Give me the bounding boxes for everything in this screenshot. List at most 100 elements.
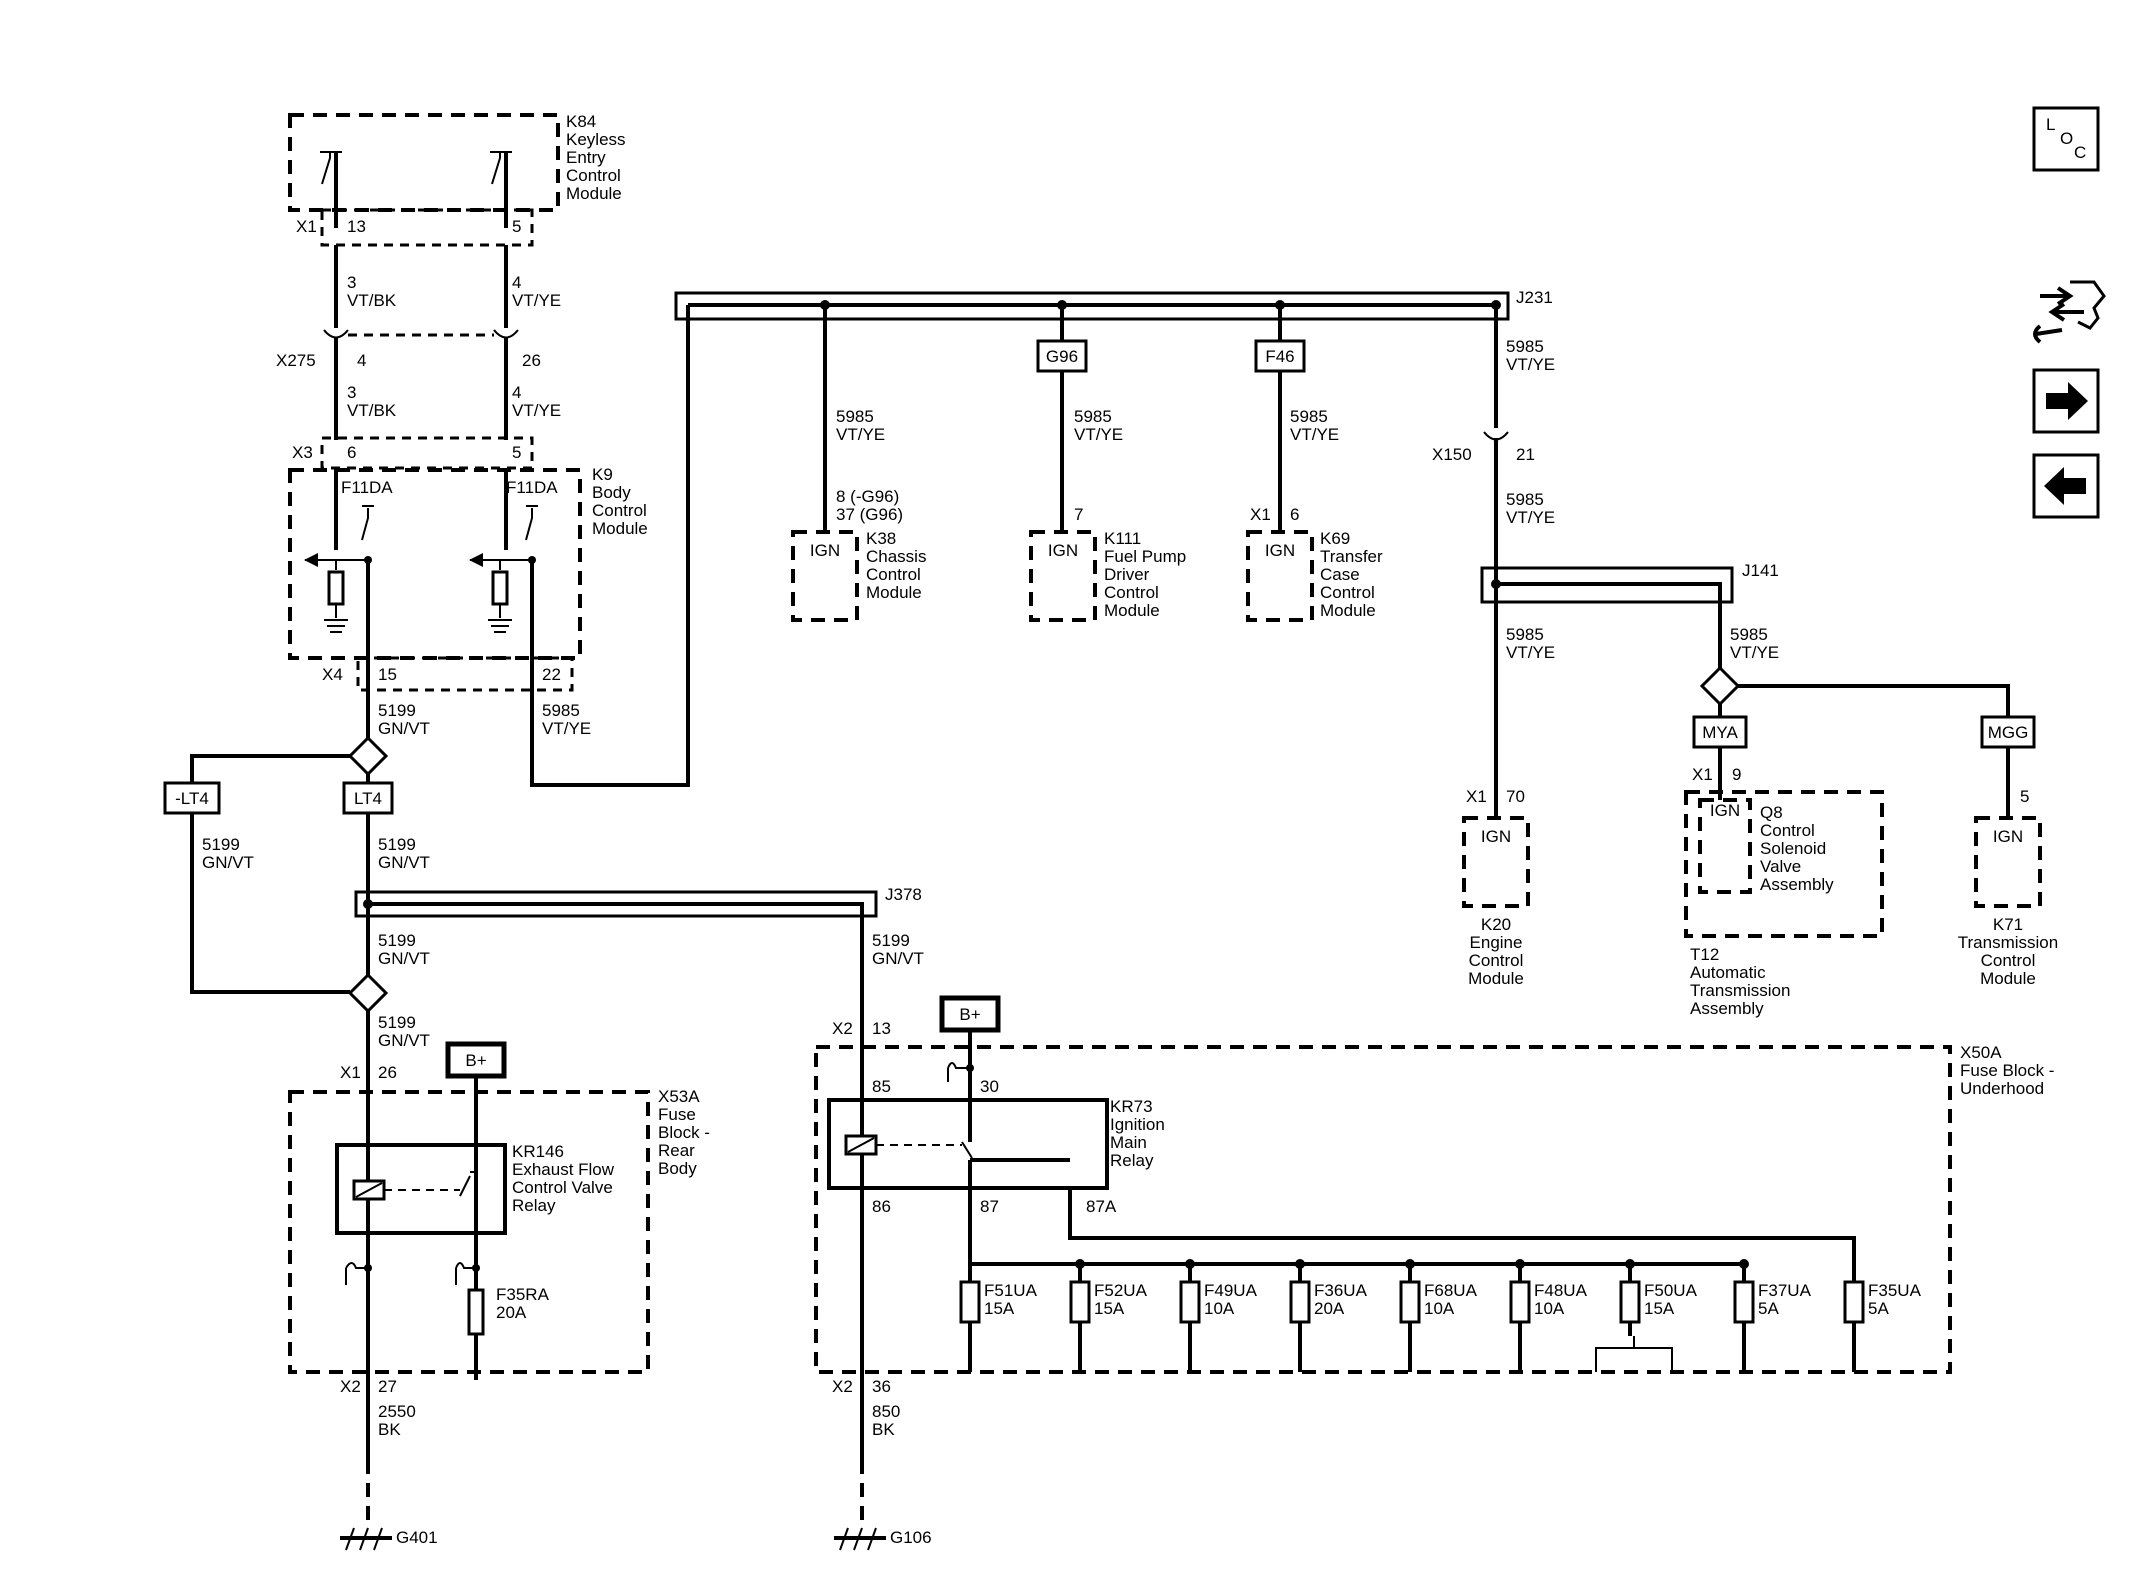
q8-module [1698, 798, 1752, 894]
previous-page-button[interactable] [2032, 453, 2100, 519]
ground-g106: G106 [890, 1528, 932, 1547]
kr73-label-2: Main [1110, 1133, 1147, 1152]
wire-color-vtye-k38: VT/YE [836, 425, 885, 444]
k9-fuse-f11da-left: F11DA [341, 478, 393, 497]
bplus-underhood: B+ [959, 1005, 980, 1024]
t12-assembly [1684, 790, 1884, 938]
x53a-ref: X53A [658, 1087, 700, 1106]
option-f46-box [1254, 339, 1306, 373]
wire-circuit-4b: 4 [512, 383, 521, 402]
wire-color-vtye-k9: VT/YE [542, 719, 591, 738]
kr146-label-2: Control Valve [512, 1178, 613, 1197]
wire-circuit-3a: 3 [347, 273, 356, 292]
fuse-name: F51UA [984, 1281, 1038, 1300]
wire-circuit-5199-b: 5199 [202, 835, 240, 854]
kr73-pin-30: 30 [980, 1077, 999, 1096]
wire-5199-lt4 [190, 813, 370, 994]
q8-label-1: Control [1760, 821, 1815, 840]
option-mgg: MGG [1988, 723, 2029, 742]
fuse-name: F50UA [1644, 1281, 1698, 1300]
k38-module [791, 530, 859, 622]
k111-module [1029, 530, 1097, 622]
kr146-label-1: Exhaust Flow [512, 1160, 615, 1179]
k20-ref: K20 [1481, 915, 1511, 934]
loc-letter-c: C [2074, 143, 2086, 162]
kr73-label-3: Relay [1110, 1151, 1154, 1170]
kr73-pin-86: 86 [872, 1197, 891, 1216]
wire-color-vtye-a: VT/YE [512, 291, 561, 310]
fuse-name: F37UA [1758, 1281, 1812, 1300]
k9-connector-x4: X4 [322, 665, 343, 684]
kr146-label-3: Relay [512, 1196, 556, 1215]
k84-ref: K84 [566, 112, 596, 131]
k38-label-1: Chassis [866, 547, 926, 566]
wire-circuit-5985-k9: 5985 [542, 701, 580, 720]
k71-label-3: Module [1980, 969, 2036, 988]
k9-module [288, 436, 582, 692]
wire-color-gnvt-b: GN/VT [202, 853, 254, 872]
option-mya: MYA [1702, 723, 1738, 742]
k38-pin-37: 37 (G96) [836, 505, 903, 524]
kr73-pin-87: 87 [980, 1197, 999, 1216]
k9-ref: K9 [592, 465, 613, 484]
wire-5985-trans-split [1718, 684, 2010, 717]
next-page-button[interactable] [2032, 368, 2100, 434]
wire-color-bk-a: BK [378, 1420, 401, 1439]
x275-pin-4: 4 [357, 351, 366, 370]
fuse-name: F36UA [1314, 1281, 1368, 1300]
fuse-name: F35UA [1868, 1281, 1922, 1300]
wire-color-vtbk-a: VT/BK [347, 291, 397, 310]
wire-color-vtye-k20: VT/YE [1506, 643, 1555, 662]
connector-tools-icon[interactable] [2033, 280, 2106, 344]
wire-color-vtye-k111: VT/YE [1074, 425, 1123, 444]
wire-x275-k9 [334, 338, 508, 440]
k84-label-3: Control [566, 166, 621, 185]
k84-pin-13: 13 [347, 217, 366, 236]
k69-ref: K69 [1320, 529, 1350, 548]
k20-pin-70: 70 [1506, 787, 1525, 806]
k9-pin-22: 22 [542, 665, 561, 684]
wire-circuit-850: 850 [872, 1402, 900, 1421]
loc-button[interactable]: L O C [2032, 106, 2100, 172]
wire-color-vtye-tr: VT/YE [1730, 643, 1779, 662]
k69-label-4: Module [1320, 601, 1376, 620]
ground-g401: G401 [396, 1528, 438, 1547]
wire-circuit-4a: 4 [512, 273, 521, 292]
wire-circuit-5985-k69: 5985 [1290, 407, 1328, 426]
wire-circuit-5199-c: 5199 [378, 835, 416, 854]
k111-pin-7: 7 [1074, 505, 1083, 524]
x50a-pin-36: 36 [872, 1377, 891, 1396]
k69-label-1: Transfer [1320, 547, 1383, 566]
kr73-label-1: Ignition [1110, 1115, 1165, 1134]
k69-connector-x1: X1 [1250, 505, 1271, 524]
option-g96-box [1036, 339, 1088, 373]
q8-label-4: Assembly [1760, 875, 1834, 894]
q8-pin-9: 9 [1732, 765, 1741, 784]
bplus-rear: B+ [465, 1051, 486, 1070]
wire-circuit-5985-r2: 5985 [1506, 490, 1544, 509]
k20-ign: IGN [1481, 827, 1511, 846]
k111-label-4: Module [1104, 601, 1160, 620]
x53a-label-3: Rear [658, 1141, 695, 1160]
wire-color-bk-b: BK [872, 1420, 895, 1439]
k20-module [1462, 816, 1530, 908]
x275-pin-26: 26 [522, 351, 541, 370]
wire-circuit-5985-k20: 5985 [1506, 625, 1544, 644]
t12-label-2: Transmission [1690, 981, 1790, 1000]
wire-circuit-5985-k111: 5985 [1074, 407, 1112, 426]
wire-color-gnvt-a: GN/VT [378, 719, 430, 738]
wire-color-vtye-r2: VT/YE [1506, 508, 1555, 527]
k9-pin-15: 15 [378, 665, 397, 684]
k69-module [1246, 530, 1314, 622]
j378-label: J378 [885, 885, 922, 904]
fuse-amp: 10A [1534, 1299, 1565, 1318]
k38-label-2: Control [866, 565, 921, 584]
splice-5199-upper [347, 735, 389, 777]
wire-color-vtbk-b: VT/BK [347, 401, 397, 420]
k71-ign: IGN [1993, 827, 2023, 846]
loc-letter-o: O [2060, 129, 2073, 148]
k71-module [1974, 816, 2042, 908]
x275-connector [323, 329, 519, 339]
